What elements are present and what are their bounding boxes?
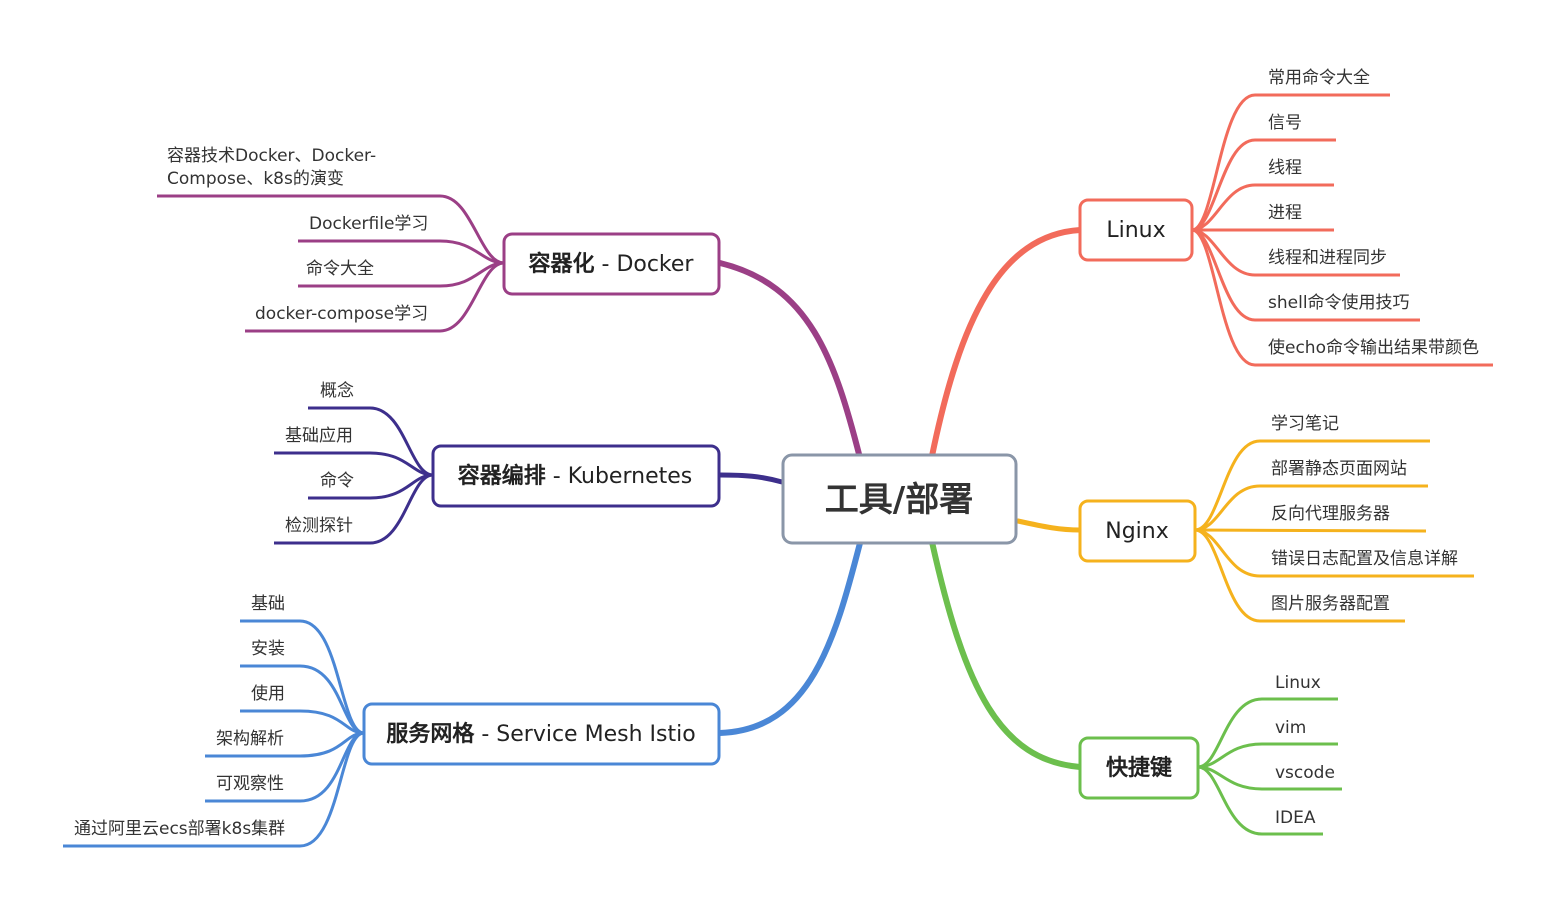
leaf-nginx-reverse-proxy[interactable]: 反向代理服务器 bbox=[1271, 504, 1390, 524]
topic-docker-rest: - Docker bbox=[595, 252, 695, 277]
connector-nginx bbox=[1015, 518, 1083, 533]
docker-items: 容器技术Docker、Docker- Compose、k8s的演变 Docker… bbox=[167, 146, 428, 324]
leaf-docker-compose[interactable]: docker-compose学习 bbox=[255, 304, 428, 324]
leaf-shortcut-idea[interactable]: IDEA bbox=[1275, 808, 1316, 828]
leaf-linux-thread[interactable]: 线程 bbox=[1268, 158, 1302, 178]
leaf-k8s-concept[interactable]: 概念 bbox=[320, 380, 354, 401]
docker-sub-connectors bbox=[157, 194, 505, 333]
leaf-istio-usage[interactable]: 使用 bbox=[251, 683, 285, 704]
leaf-linux-signal[interactable]: 信号 bbox=[1268, 113, 1302, 133]
branch-nginx: Nginx 学习笔记 部署静态页面网站 反向代理服务器 错误日志配置及信息详解 … bbox=[1078, 414, 1474, 623]
topic-istio[interactable]: 服务网格 - Service Mesh Istio bbox=[362, 702, 721, 766]
nginx-sub-connectors bbox=[1194, 439, 1474, 623]
leaf-istio-architecture[interactable]: 架构解析 bbox=[216, 729, 284, 749]
leaf-linux-shell[interactable]: shell命令使用技巧 bbox=[1268, 292, 1410, 313]
topic-istio-rest: - Service Mesh Istio bbox=[474, 722, 695, 747]
topic-docker[interactable]: 容器化 - Docker bbox=[502, 232, 721, 296]
topic-linux-title: Linux bbox=[1106, 218, 1165, 243]
k8s-sub-connectors bbox=[274, 406, 434, 545]
branch-shortcut: 快捷键 Linux vim vscode IDEA bbox=[1078, 673, 1342, 836]
connector-linux bbox=[929, 227, 1083, 459]
istio-sub-connectors bbox=[63, 619, 365, 848]
connector-docker bbox=[717, 260, 863, 461]
leaf-nginx-static-site[interactable]: 部署静态页面网站 bbox=[1271, 459, 1407, 479]
leaf-nginx-image-server[interactable]: 图片服务器配置 bbox=[1271, 594, 1390, 614]
leaf-docker-commands[interactable]: 命令大全 bbox=[306, 259, 374, 279]
svg-text:容器编排 - Kubernetes: 容器编排 - Kubernetes bbox=[458, 463, 692, 489]
leaf-nginx-notes[interactable]: 学习笔记 bbox=[1271, 414, 1339, 434]
center-node[interactable]: 工具/部署 bbox=[781, 453, 1018, 545]
leaf-nginx-error-log[interactable]: 错误日志配置及信息详解 bbox=[1271, 549, 1458, 569]
topic-shortcut[interactable]: 快捷键 bbox=[1078, 736, 1200, 800]
branch-linux: Linux 常用命令大全 信号 线程 进程 线程和进程同步 shell命令使用技… bbox=[1078, 68, 1493, 367]
topic-shortcut-title: 快捷键 bbox=[1106, 755, 1172, 781]
leaf-linux-sync[interactable]: 线程和进程同步 bbox=[1268, 248, 1387, 268]
center-title: 工具/部署 bbox=[825, 480, 973, 520]
leaf-istio-basic[interactable]: 基础 bbox=[251, 594, 285, 614]
k8s-items: 概念 基础应用 命令 检测探针 bbox=[285, 380, 354, 536]
topic-k8s[interactable]: 容器编排 - Kubernetes bbox=[431, 444, 721, 508]
topic-k8s-rest: - Kubernetes bbox=[546, 464, 692, 489]
topic-docker-bold: 容器化 bbox=[529, 251, 595, 277]
leaf-dockerfile[interactable]: Dockerfile学习 bbox=[309, 214, 428, 234]
branch-k8s: 容器编排 - Kubernetes 概念 基础应用 命令 检测探针 bbox=[274, 380, 721, 545]
leaf-k8s-commands[interactable]: 命令 bbox=[320, 471, 354, 491]
shortcut-items: Linux vim vscode IDEA bbox=[1275, 673, 1335, 828]
connector-k8s bbox=[717, 472, 785, 485]
topic-istio-bold: 服务网格 bbox=[386, 721, 475, 747]
shortcut-sub-connectors bbox=[1197, 697, 1342, 836]
linux-sub-connectors bbox=[1191, 93, 1493, 367]
linux-items: 常用命令大全 信号 线程 进程 线程和进程同步 shell命令使用技巧 使ech… bbox=[1268, 68, 1479, 358]
leaf-linux-process[interactable]: 进程 bbox=[1268, 203, 1302, 223]
topic-k8s-bold: 容器编排 bbox=[458, 463, 546, 489]
leaf-k8s-probes[interactable]: 检测探针 bbox=[285, 516, 353, 536]
leaf-shortcut-vscode[interactable]: vscode bbox=[1275, 763, 1335, 783]
leaf-istio-aliyun[interactable]: 通过阿里云ecs部署k8s集群 bbox=[74, 819, 285, 839]
nginx-items: 学习笔记 部署静态页面网站 反向代理服务器 错误日志配置及信息详解 图片服务器配… bbox=[1271, 414, 1458, 614]
leaf-linux-echo-color[interactable]: 使echo命令输出结果带颜色 bbox=[1268, 337, 1479, 358]
connector-shortcut bbox=[929, 539, 1083, 770]
leaf-k8s-basic[interactable]: 基础应用 bbox=[285, 426, 353, 446]
leaf-istio-install[interactable]: 安装 bbox=[251, 639, 285, 659]
leaf-linux-commands[interactable]: 常用命令大全 bbox=[1268, 68, 1370, 88]
branch-docker: 容器化 - Docker 容器技术Docker、Docker- Compose、… bbox=[157, 146, 721, 333]
leaf-shortcut-vim[interactable]: vim bbox=[1275, 718, 1306, 738]
istio-items: 基础 安装 使用 架构解析 可观察性 通过阿里云ecs部署k8s集群 bbox=[74, 594, 285, 839]
leaf-istio-observability[interactable]: 可观察性 bbox=[216, 774, 284, 794]
leaf-shortcut-linux[interactable]: Linux bbox=[1275, 673, 1321, 693]
leaf-docker-evolution-line2[interactable]: Compose、k8s的演变 bbox=[167, 169, 344, 189]
branch-istio: 服务网格 - Service Mesh Istio 基础 安装 使用 架构解析 … bbox=[63, 594, 721, 848]
topic-nginx[interactable]: Nginx bbox=[1078, 499, 1197, 563]
leaf-docker-evolution-line1[interactable]: 容器技术Docker、Docker- bbox=[167, 146, 376, 166]
svg-text:服务网格 - Service Mesh Istio: 服务网格 - Service Mesh Istio bbox=[386, 721, 695, 747]
main-connectors bbox=[717, 227, 1083, 770]
topic-linux[interactable]: Linux bbox=[1078, 198, 1194, 262]
svg-text:容器化 - Docker: 容器化 - Docker bbox=[529, 251, 695, 277]
topic-nginx-title: Nginx bbox=[1105, 519, 1169, 544]
connector-istio bbox=[717, 540, 863, 736]
